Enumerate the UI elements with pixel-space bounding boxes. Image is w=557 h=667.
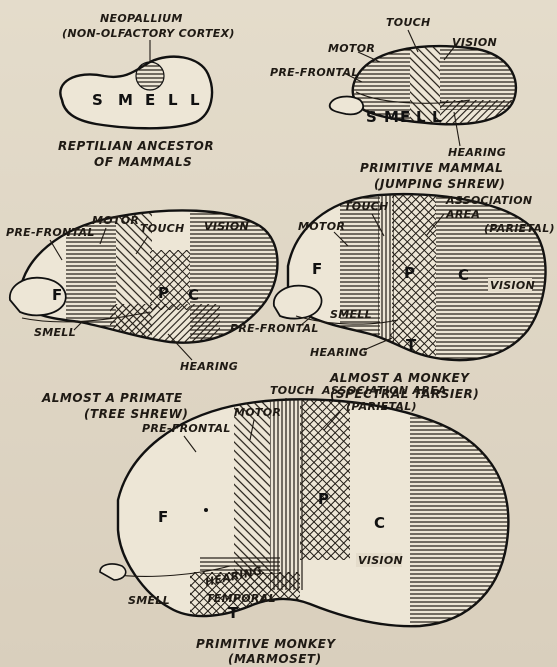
marmoset-dot <box>204 508 208 512</box>
reptile-letter-e: E <box>145 91 155 109</box>
neopallium-label: NEOPALLIUM <box>100 12 183 25</box>
marmoset-parietal-area <box>300 390 350 560</box>
shrew-prefrontal-label: PRE-FRONTAL <box>270 66 359 79</box>
marmoset-vision-area <box>410 390 520 640</box>
reptile-letter-l1: L <box>168 91 178 109</box>
tarsier-olfactory-bulb <box>274 286 322 319</box>
tree-shrew-caption-1: ALMOST A PRIMATE <box>41 391 183 405</box>
tarsier-hearing-label: HEARING <box>310 346 368 359</box>
tarsier-caption-1: ALMOST A MONKEY <box>329 371 470 385</box>
tree-shrew-caption-2: (TREE SHREW) <box>84 407 188 421</box>
shrew-smell-l2: L <box>432 108 442 126</box>
tarsier-hearing-leader <box>364 338 392 350</box>
reptile-caption-2: OF MAMMALS <box>94 155 192 169</box>
tree-shrew-smell-label: SMELL <box>34 326 76 339</box>
tarsier-motor-label: MOTOR <box>298 220 345 233</box>
tree-shrew-parietal-area <box>150 250 190 310</box>
shrew-vision-label: VISION <box>452 36 497 49</box>
tree-shrew-prefrontal-label: PRE-FRONTAL <box>6 226 95 239</box>
tree-shrew-vision-label: VISION <box>204 220 249 233</box>
tarsier-touch-label: TOUCH <box>344 200 389 213</box>
tarsier-association-label: ASSOCIATION <box>445 194 532 207</box>
tarsier-touch-area <box>378 190 394 350</box>
marmoset-prefrontal-label: PRE-FRONTAL <box>142 422 231 435</box>
reptile-neopallium-patch <box>136 62 164 90</box>
tree-shrew-motor-label: MOTOR <box>92 214 139 227</box>
tarsier-f: F <box>312 260 322 278</box>
marmoset-touch-label: TOUCH <box>270 384 315 397</box>
tarsier-brain: F P C T MOTOR TOUCH ASSOCIATION AREA (PA… <box>230 190 556 401</box>
shrew-motor-label: MOTOR <box>328 42 375 55</box>
marmoset-vision-label: VISION <box>358 554 403 567</box>
shrew-olfactory-bulb <box>330 97 363 115</box>
reptilian-ancestor-brain: NEOPALLIUM (NON-OLFACTORY CORTEX) S M E … <box>58 12 235 169</box>
tarsier-c: C <box>458 266 469 284</box>
shrew-smell-e: E <box>400 108 410 126</box>
marmoset-caption-1: PRIMITIVE MONKEY <box>196 637 336 651</box>
shrew-smell-s: S <box>366 108 377 126</box>
tree-shrew-brain: F P C PRE-FRONTAL MOTOR TOUCH VISION SME… <box>6 200 290 421</box>
shrew-touch-label: TOUCH <box>386 16 431 29</box>
tree-shrew-f: F <box>52 286 62 304</box>
tarsier-parietal-label: (PARIETAL) <box>484 222 555 235</box>
shrew-hearing-label: HEARING <box>448 146 506 159</box>
tree-shrew-p: P <box>158 284 169 302</box>
shrew-caption-1: PRIMITIVE MAMMAL <box>360 161 503 175</box>
reptile-letter-s: S <box>92 91 103 109</box>
marmoset-temporal-label: TEMPORAL <box>206 592 276 605</box>
tarsier-parietal-area <box>392 190 436 330</box>
shrew-caption-2: (JUMPING SHREW) <box>374 177 505 191</box>
marmoset-caption-2: (MARMOSET) <box>228 652 322 666</box>
tree-shrew-touch-label: TOUCH <box>140 222 185 235</box>
marmoset-c: C <box>374 514 385 532</box>
marmoset-p: P <box>318 490 329 508</box>
marmoset-smell-label: SMELL <box>128 594 170 607</box>
marmoset-olfactory-bulb <box>100 564 126 580</box>
shrew-smell-l1: L <box>416 108 426 126</box>
reptile-letter-m: M <box>118 91 133 109</box>
tarsier-motor-area <box>340 190 380 350</box>
tarsier-smell-label: SMELL <box>330 308 372 321</box>
reptile-letter-l2: L <box>190 91 200 109</box>
neopallium-sublabel: (NON-OLFACTORY CORTEX) <box>62 27 235 40</box>
tarsier-t: T <box>406 336 417 354</box>
marmoset-motor-label: MOTOR <box>234 406 281 419</box>
marmoset-brain: F P C T PRE-FRONTAL MOTOR TOUCH ASSOCIAT… <box>100 384 520 666</box>
jumping-shrew-brain: S M E L L TOUCH MOTOR VISION PRE-FRONTAL… <box>270 16 520 191</box>
tarsier-prefrontal-label: PRE-FRONTAL <box>230 322 319 335</box>
marmoset-f: F <box>158 508 168 526</box>
reptile-caption-1: REPTILIAN ANCESTOR <box>58 139 214 153</box>
shrew-smell-m: M <box>384 108 399 126</box>
tarsier-vision-label: VISION <box>490 279 535 292</box>
tree-shrew-c: C <box>188 286 199 304</box>
marmoset-parietal-label: (PARIETAL) <box>346 400 417 413</box>
tree-shrew-hearing-label: HEARING <box>180 360 238 373</box>
tarsier-p: P <box>404 264 415 282</box>
marmoset-t: T <box>228 604 239 622</box>
tree-shrew-hearing-area <box>110 304 220 344</box>
tarsier-area-label: AREA <box>445 208 480 221</box>
marmoset-association-label: ASSOCIATION AREA <box>321 384 447 397</box>
